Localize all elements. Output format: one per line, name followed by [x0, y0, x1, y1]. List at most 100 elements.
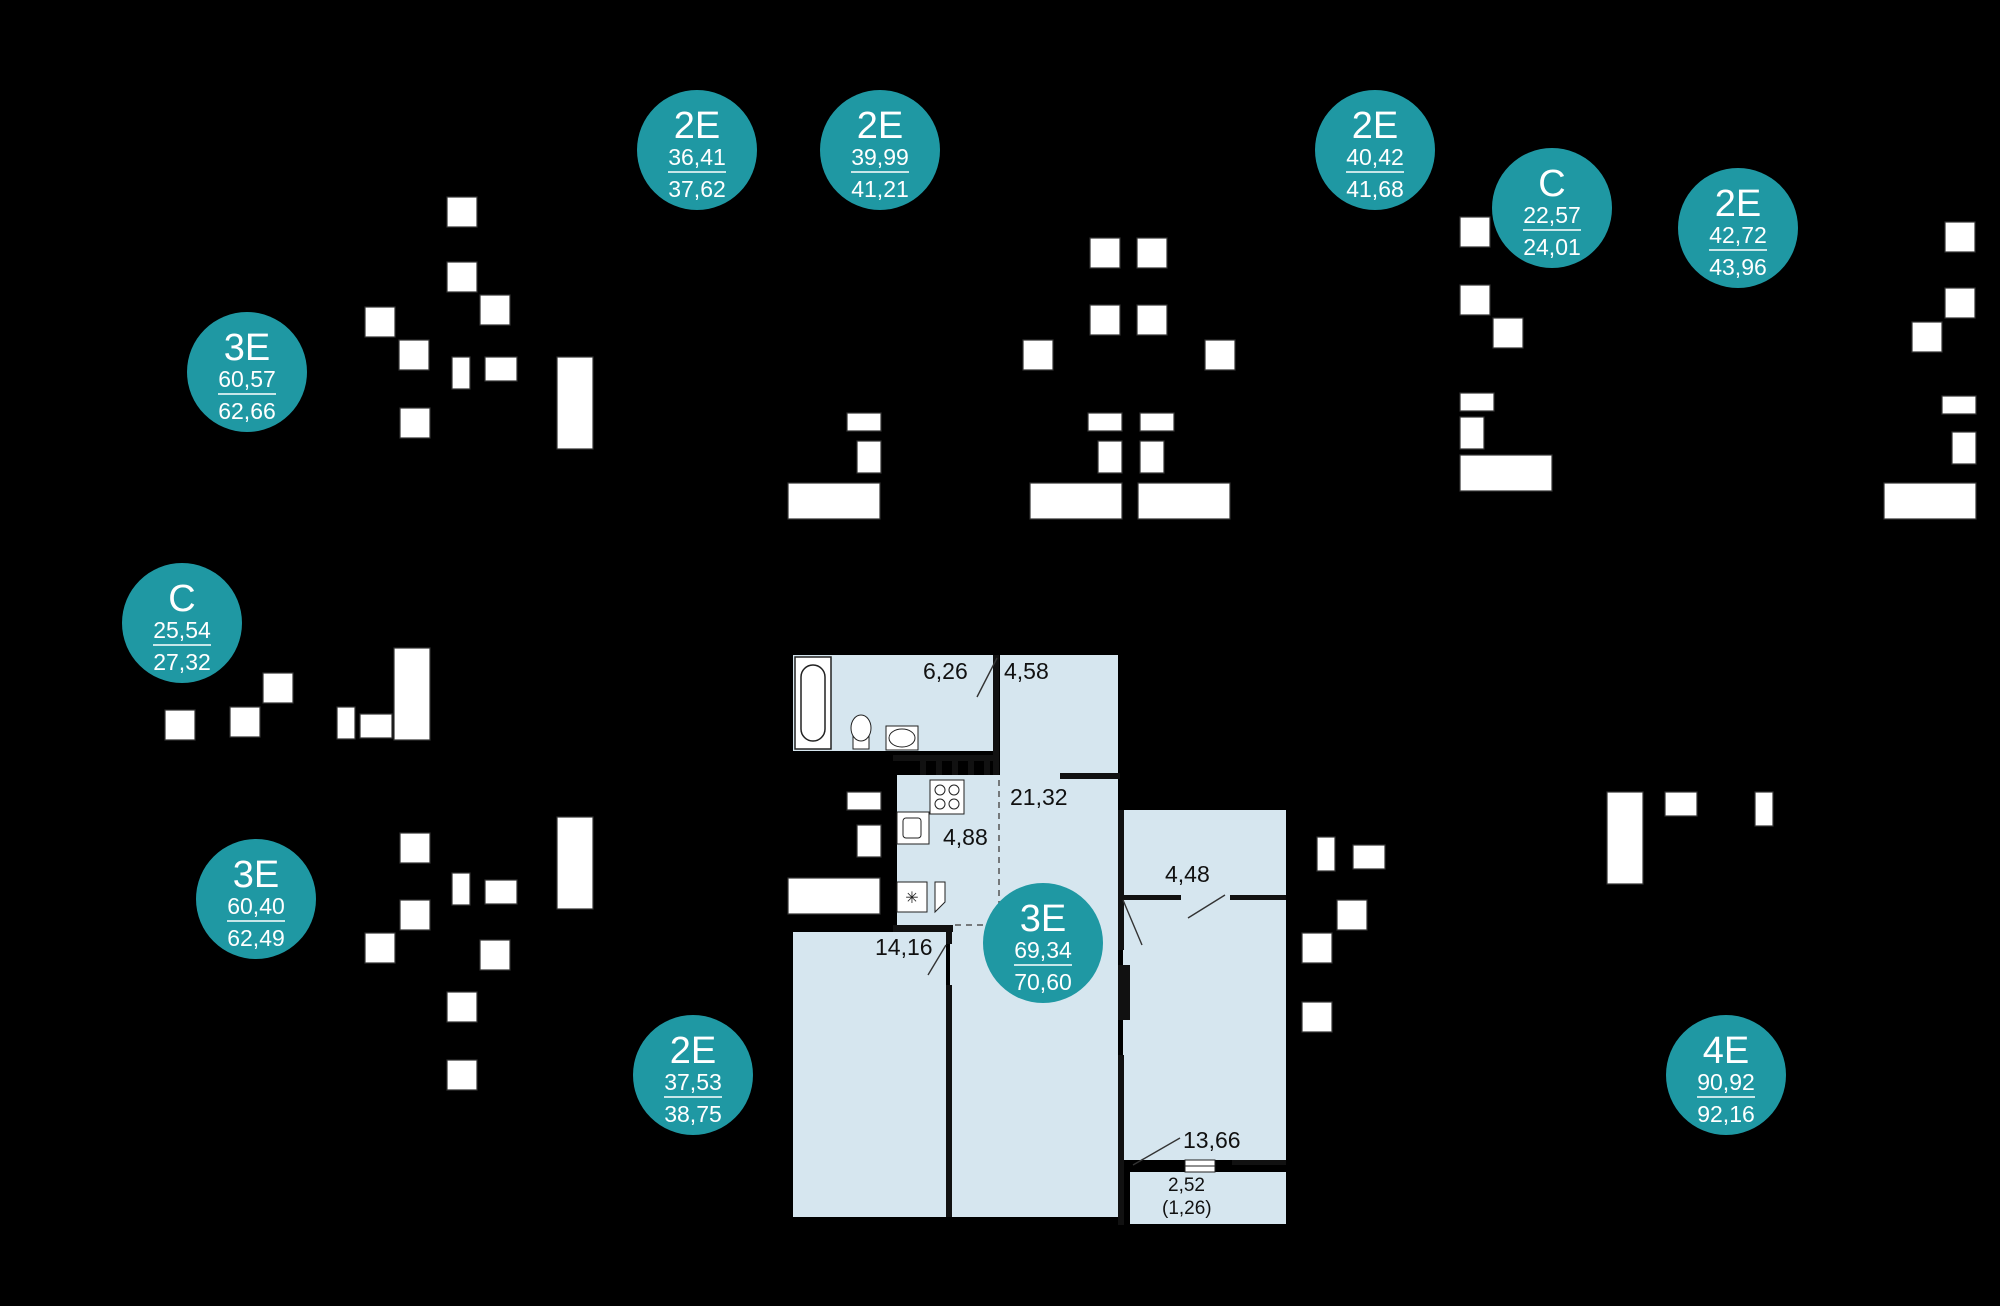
apartment-badge-circle	[1315, 90, 1435, 210]
room-bedroom-left-fill	[793, 932, 946, 1217]
bathtub-icon	[393, 647, 431, 741]
toilet-icon	[451, 872, 471, 906]
sink-icon	[1139, 440, 1165, 474]
bathtub-icon	[1029, 482, 1123, 520]
stove-icon	[929, 779, 965, 815]
toilet-icon	[1459, 392, 1495, 412]
sink-icon	[856, 440, 882, 474]
apartment-living-area: 90,92	[1697, 1069, 1755, 1095]
apartment-total-area: 70,60	[1014, 969, 1072, 995]
apartment-type-label: C	[1538, 163, 1565, 205]
sink-icon	[359, 713, 393, 739]
apartment-living-area: 37,53	[664, 1069, 722, 1095]
walls	[893, 655, 1286, 1225]
apartment-total-area: 92,16	[1697, 1101, 1755, 1127]
ventilation-icon	[399, 832, 431, 864]
kitchen-sink-icon	[1492, 317, 1524, 349]
kitchen-sink-icon	[1089, 304, 1121, 336]
room-area-label: 4,88	[943, 824, 988, 850]
stove-icon	[364, 932, 396, 964]
neighbour-fixtures	[164, 196, 1977, 1091]
toilet-icon	[846, 791, 882, 811]
room-area-label: 21,32	[1010, 784, 1068, 810]
ventilation-icon	[1944, 221, 1976, 253]
stove-icon	[1089, 237, 1121, 269]
bathtub-icon	[787, 482, 881, 520]
apartment-badge-circle	[820, 90, 940, 210]
kitchen-sink-icon	[399, 899, 431, 931]
sink-icon	[1951, 431, 1977, 465]
ventilation-icon	[1301, 1001, 1333, 1033]
stove-icon	[229, 706, 261, 738]
ventilation-icon	[1204, 339, 1236, 371]
ventilation-icon: ✳	[896, 881, 928, 913]
bathtub-icon	[1883, 482, 1977, 520]
apartment-badge-circle	[637, 90, 757, 210]
svg-text:✳: ✳	[905, 888, 918, 907]
toilet-icon	[1087, 412, 1123, 432]
apartment-living-area: 42,72	[1709, 222, 1767, 248]
apartment-total-area: 62,66	[218, 398, 276, 424]
stove-icon	[1459, 284, 1491, 316]
kitchen-sink-icon	[1136, 304, 1168, 336]
apartment-living-area: 36,41	[668, 144, 726, 170]
apartment-total-area: 62,49	[227, 925, 285, 951]
ventilation-icon	[399, 407, 431, 439]
bathtub-icon	[787, 877, 881, 915]
apartment-badge-circle	[983, 883, 1103, 1003]
apartment-type-label: 2E	[1352, 105, 1398, 147]
apartment-total-area: 41,68	[1346, 176, 1404, 202]
apartment-badge-circle	[1666, 1015, 1786, 1135]
apartment-type-label: C	[168, 578, 195, 620]
kitchen-sink-icon	[262, 672, 294, 704]
apartment-living-area: 39,99	[851, 144, 909, 170]
apartment-living-area: 60,57	[218, 366, 276, 392]
bathtub-icon	[556, 356, 594, 450]
toilet-icon	[1316, 836, 1336, 872]
ventilation-icon	[1022, 339, 1054, 371]
room-right-top-fill	[1123, 810, 1286, 898]
highlighted-apartment-plan[interactable]: ✳ 6,26 4,58 21,32 4,88 4,48 14,16 13,66 …	[793, 655, 1286, 1225]
room-hall-fill	[1000, 655, 1118, 775]
apartment-living-area: 69,34	[1014, 937, 1072, 963]
apartment-total-area: 43,96	[1709, 254, 1767, 280]
bathtub-icon	[556, 816, 594, 910]
apartment-badge-circle	[633, 1015, 753, 1135]
apartment-living-area: 25,54	[153, 617, 211, 643]
kitchen-sink-icon	[896, 811, 930, 845]
sink-icon	[885, 725, 919, 751]
room-area-label: 2,52	[1168, 1175, 1205, 1196]
toilet-icon	[850, 714, 872, 750]
room-area-label: 13,66	[1183, 1127, 1241, 1153]
sink-icon	[1097, 440, 1123, 474]
room-balcony-fill	[1130, 1172, 1286, 1224]
toilet-icon	[846, 412, 882, 432]
bathtub-icon	[1137, 482, 1231, 520]
kitchen-sink-icon	[1336, 899, 1368, 931]
ventilation-icon	[446, 196, 478, 228]
apartment-badge-circle	[187, 312, 307, 432]
stove-icon	[446, 991, 478, 1023]
room-area-label: 4,48	[1165, 861, 1210, 887]
kitchen-sink-icon	[1911, 321, 1943, 353]
apartment-total-area: 38,75	[664, 1101, 722, 1127]
sink-icon	[856, 824, 882, 858]
door-icon	[934, 881, 946, 914]
apartment-total-area: 37,62	[668, 176, 726, 202]
kitchen-sink-icon	[479, 294, 511, 326]
sink-icon	[1459, 416, 1485, 450]
apartment-badge-circle	[1678, 168, 1798, 288]
toilet-icon	[1941, 395, 1977, 415]
